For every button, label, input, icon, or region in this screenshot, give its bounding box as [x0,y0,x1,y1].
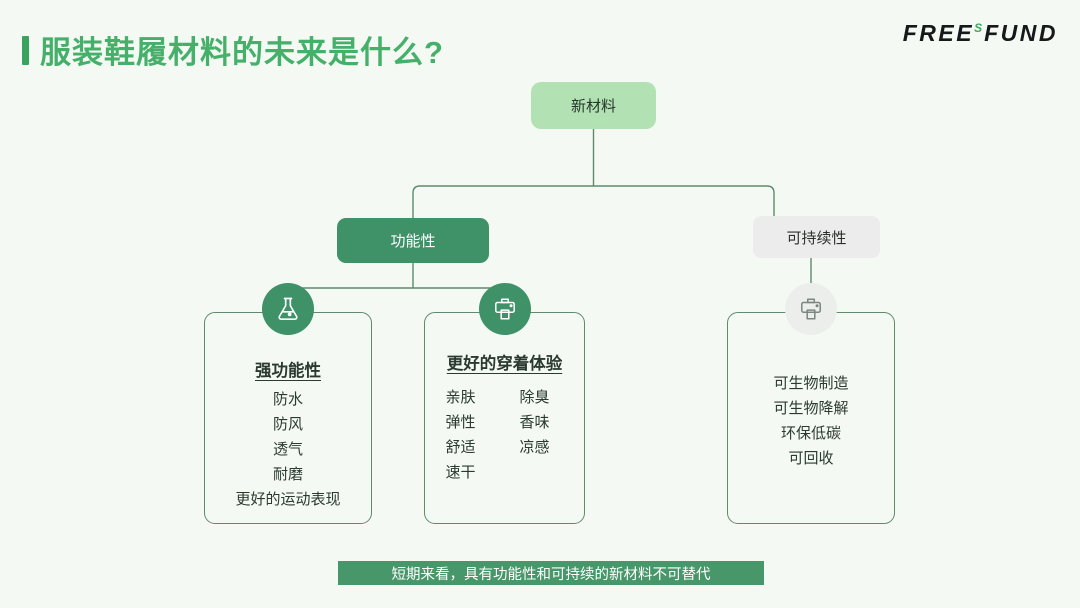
list-item: 香味 [519,414,550,431]
list-item: 防风 [272,416,303,433]
list-item: 透气 [272,441,303,458]
list-item: 可生物制造 [773,375,849,392]
node-functionality[interactable]: 功能性 [337,218,489,263]
list-item: 速干 [445,464,476,481]
logo-part-one: FREE [902,20,975,46]
list-item: 凉感 [519,439,550,456]
list-item: 环保低碳 [780,425,841,442]
page-title: 服装鞋履材料的未来是什么? [40,35,444,70]
card-heading: 更好的穿着体验 [446,355,563,373]
list-item: 可回收 [788,450,834,467]
list-item: 弹性 [445,414,476,431]
list-item: 防水 [272,391,303,408]
logo-superscript: S [974,21,983,35]
title-accent-bar [22,36,29,65]
card-column-right: 除臭 香味 凉感 [520,385,564,485]
summary-banner: 短期来看，具有功能性和可持续的新材料不可替代 [338,561,764,585]
card-sustainability-attributes[interactable]: 可生物制造 可生物降解 环保低碳 可回收 [727,283,895,524]
garment-icon [785,283,837,335]
list-item: 舒适 [445,439,476,456]
logo-part-two: FUND [984,20,1058,46]
node-new-material[interactable]: 新材料 [531,82,656,129]
page-header: 服装鞋履材料的未来是什么? FREESFUND [0,0,1080,80]
garment-icon [478,283,531,335]
list-item: 更好的运动表现 [235,491,341,508]
list-item: 可生物降解 [773,400,849,417]
card-strong-functionality[interactable]: 强功能性 防水 防风 透气 耐磨 更好的运动表现 [204,283,372,524]
card-heading: 强功能性 [255,362,321,380]
brand-logo: FREESFUND [903,20,1058,47]
flask-icon [262,283,314,335]
card-better-wearing-experience[interactable]: 更好的穿着体验 亲肤 弹性 舒适 速干 除臭 香味 凉感 [424,283,585,524]
list-item: 除臭 [519,389,550,406]
list-item: 亲肤 [445,389,476,406]
card-item-columns: 亲肤 弹性 舒适 速干 除臭 香味 凉感 [425,385,584,485]
card-item-list: 防水 防风 透气 耐磨 更好的运动表现 [205,387,371,512]
card-column-left: 亲肤 弹性 舒适 速干 [446,385,490,485]
card-item-list: 可生物制造 可生物降解 环保低碳 可回收 [728,371,894,471]
node-sustainability[interactable]: 可持续性 [753,216,880,258]
list-item: 耐磨 [272,466,303,483]
